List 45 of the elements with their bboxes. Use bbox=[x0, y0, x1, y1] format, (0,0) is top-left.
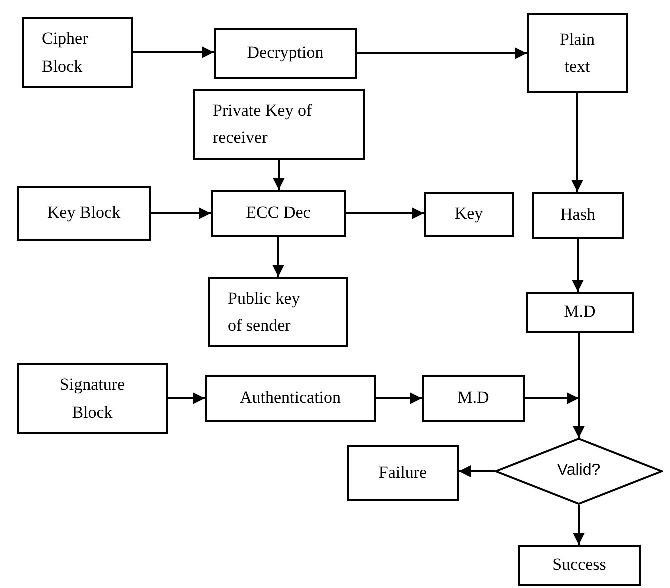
node-label: Decryption bbox=[247, 42, 324, 64]
node-label: M.D bbox=[564, 301, 596, 324]
process-box bbox=[17, 186, 151, 241]
arrow bbox=[272, 237, 284, 277]
node-label: Public key of sender bbox=[228, 288, 302, 337]
arrow bbox=[273, 160, 285, 190]
node-label: ECC Dec bbox=[246, 202, 311, 224]
process-box bbox=[211, 190, 346, 237]
process-box bbox=[347, 445, 459, 501]
node-label: Key Block bbox=[47, 202, 121, 224]
arrow bbox=[151, 208, 211, 220]
process-box bbox=[214, 28, 357, 79]
arrow bbox=[573, 333, 585, 438]
node-label: Signature Block bbox=[58, 374, 126, 424]
arrow bbox=[376, 392, 422, 404]
arrow bbox=[357, 48, 527, 60]
node-label: Plain text bbox=[559, 28, 596, 78]
arrow bbox=[133, 46, 214, 58]
arrow bbox=[459, 466, 495, 478]
node-label: Cipher Block bbox=[42, 28, 90, 78]
process-box bbox=[518, 545, 641, 586]
process-box bbox=[532, 192, 624, 239]
process-box bbox=[22, 17, 133, 88]
process-box bbox=[205, 375, 376, 422]
node-label: Private Key of receiver bbox=[213, 100, 314, 148]
decision-diamond bbox=[495, 438, 663, 505]
process-box bbox=[193, 89, 365, 160]
process-box bbox=[17, 363, 168, 434]
arrow bbox=[572, 93, 584, 192]
arrow bbox=[346, 208, 424, 220]
node-label: Failure bbox=[378, 462, 428, 484]
arrow bbox=[572, 239, 584, 292]
arrow bbox=[168, 392, 205, 404]
process-box bbox=[208, 277, 348, 347]
node-label: Key bbox=[454, 203, 484, 226]
node-label: Valid? bbox=[557, 461, 601, 482]
node-label: Hash bbox=[560, 204, 596, 226]
process-box bbox=[527, 13, 628, 93]
node-label: M.D bbox=[458, 387, 490, 410]
process-box bbox=[526, 292, 634, 333]
process-box bbox=[424, 192, 514, 237]
process-box bbox=[422, 375, 525, 422]
arrow bbox=[573, 505, 585, 545]
node-label: Authentication bbox=[240, 387, 342, 410]
node-label: Success bbox=[552, 554, 606, 576]
